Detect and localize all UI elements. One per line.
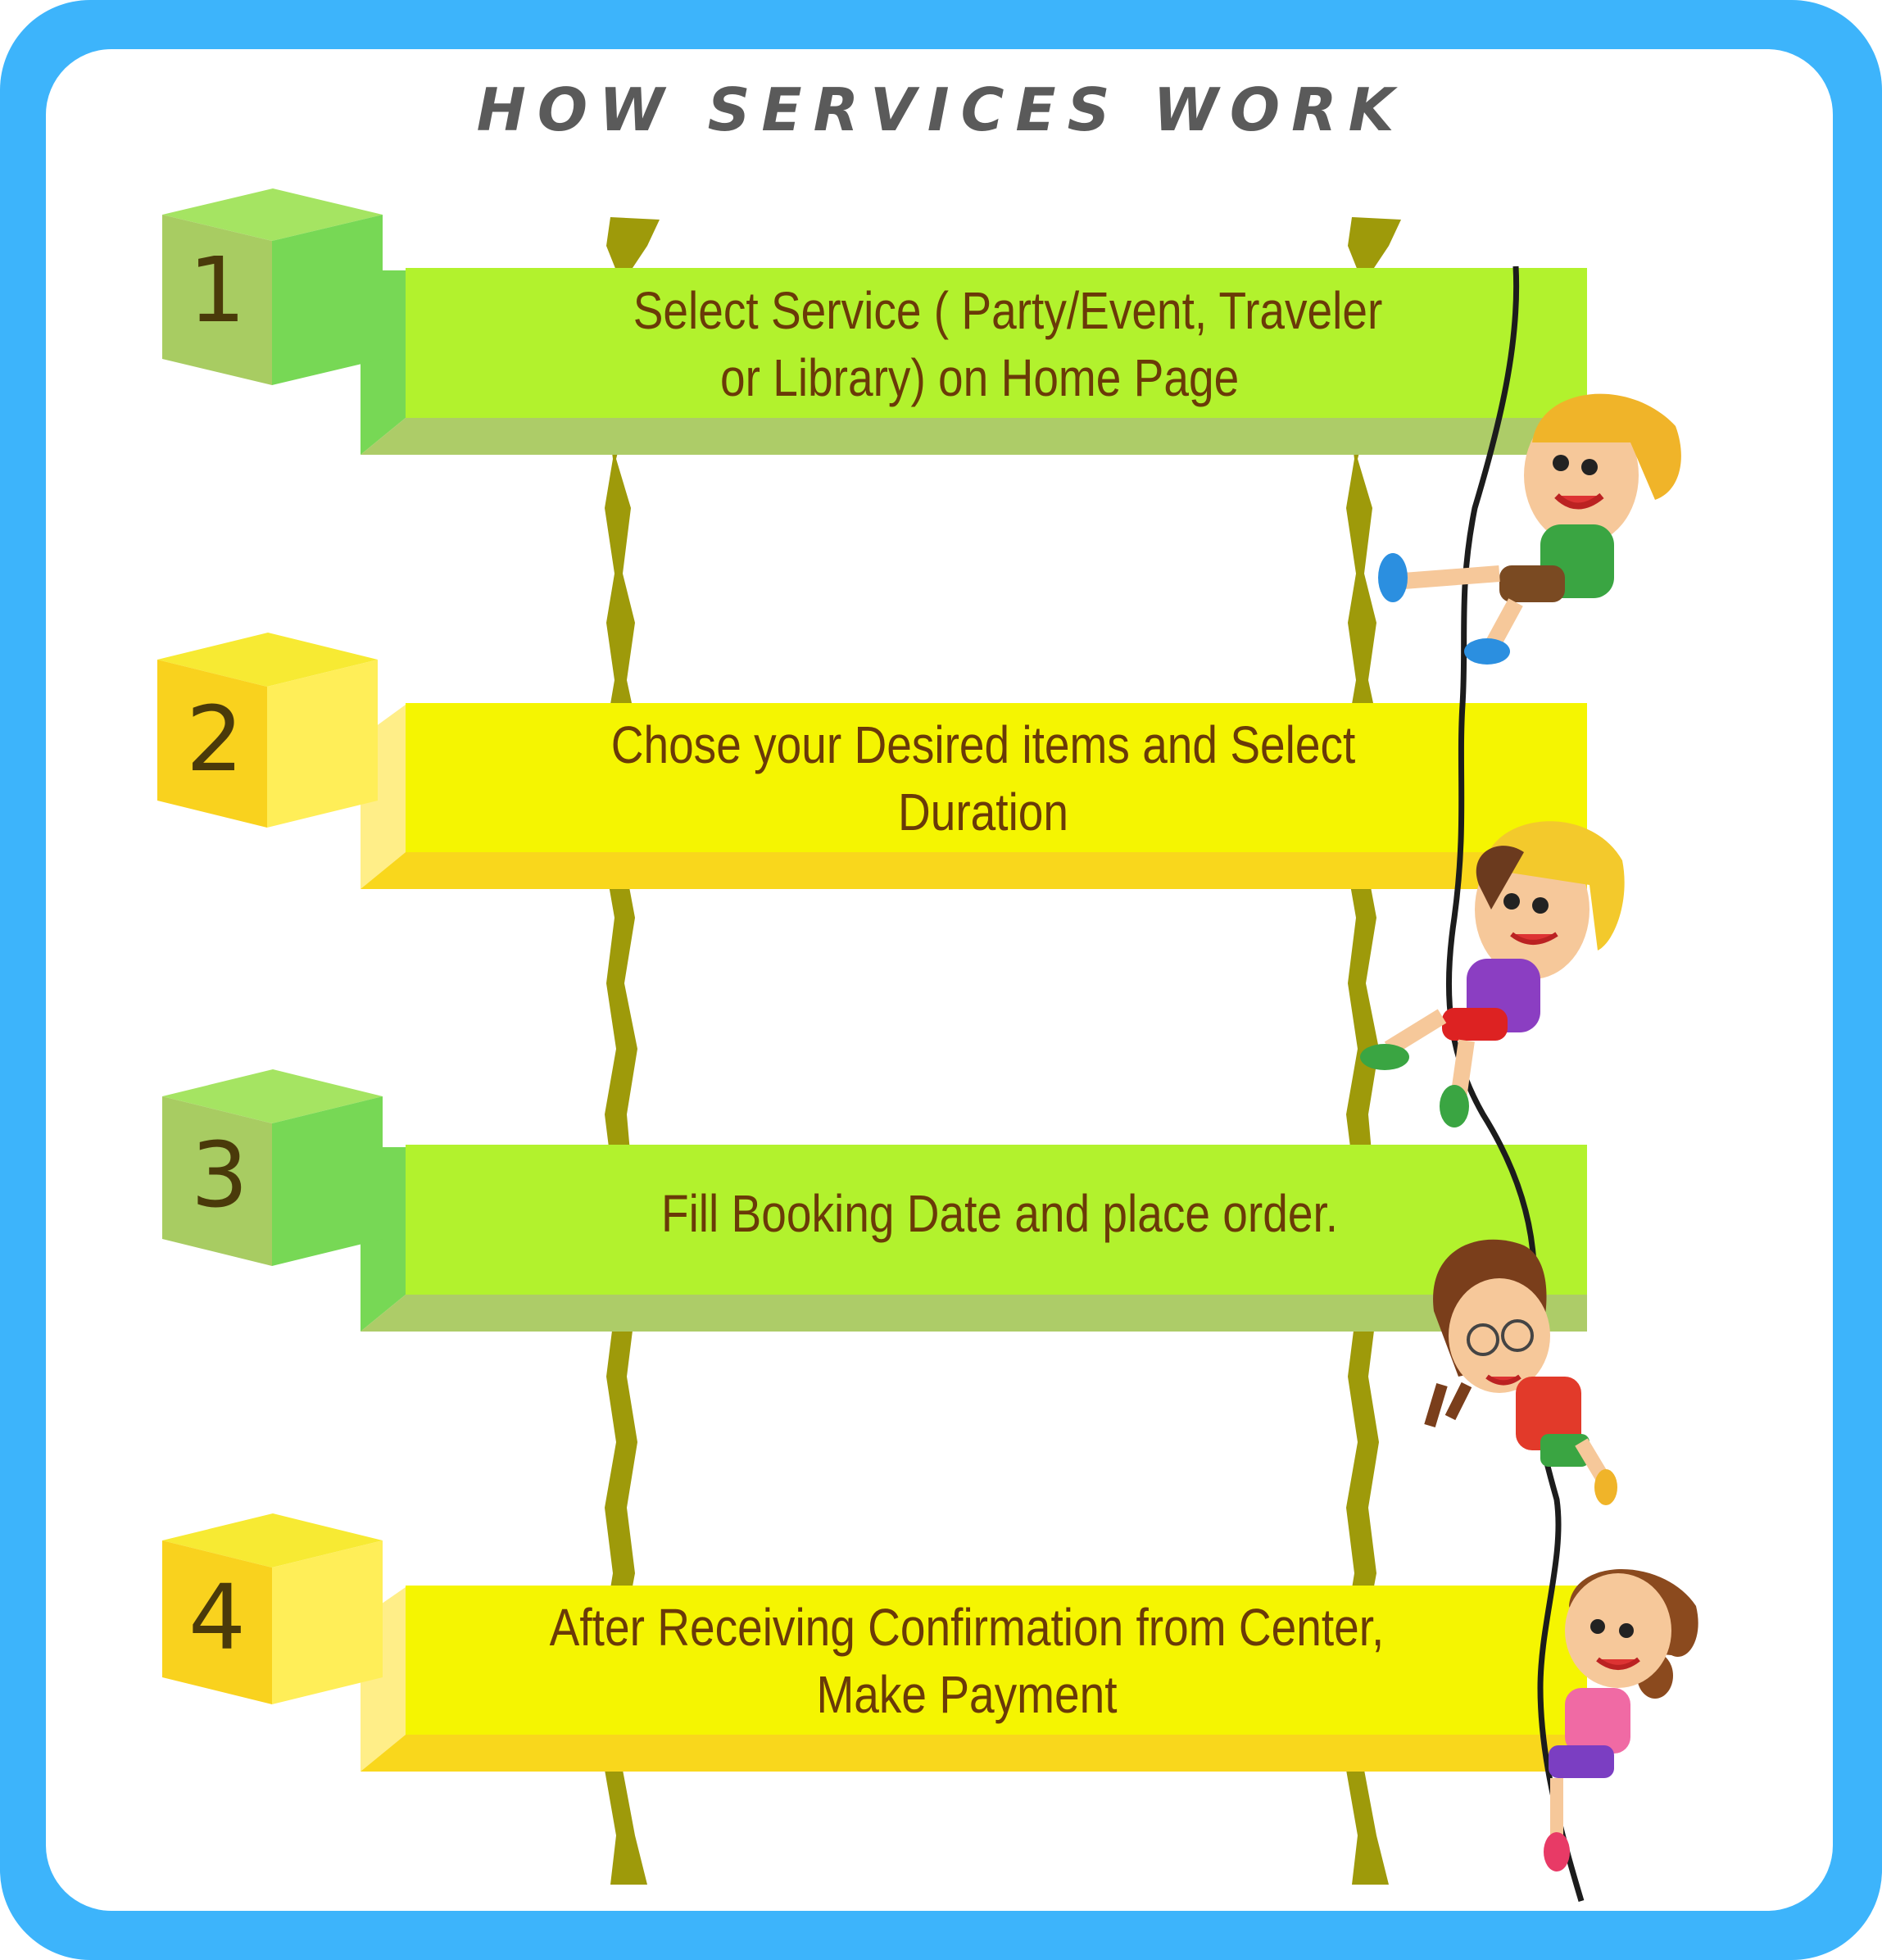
step-1-text: Select Service ( Party/Event, Traveler o…: [522, 277, 1494, 411]
step-4-line-1: After Receiving Confirmation from Center…: [549, 1598, 1385, 1657]
step-4-cube: [162, 1513, 383, 1704]
child-climber-icon: [1544, 1569, 1698, 1872]
rope-icon: [1445, 265, 1585, 1903]
step-3-number: 3: [191, 1123, 248, 1227]
child-climber-icon: [1424, 1239, 1617, 1505]
step-1-bar: [361, 268, 1587, 455]
step-3-bar: [361, 1145, 1587, 1332]
step-4-bar: [361, 1586, 1587, 1772]
child-climber-icon: [1360, 821, 1625, 1127]
step-2-number: 2: [186, 687, 243, 792]
step-2-line-2: Duration: [897, 783, 1069, 842]
step-2-cube: [157, 633, 378, 828]
child-climber-icon: [1378, 393, 1681, 665]
step-1-number: 1: [188, 238, 246, 343]
step-2-line-1: Chose your Desired items and Select: [610, 715, 1356, 774]
step-1-cube: [162, 188, 383, 385]
step-3-cube: [162, 1069, 383, 1266]
left-pole: [602, 217, 660, 1885]
page-title: HOW SERVICES WORK: [476, 75, 1406, 144]
step-4-line-2: Make Payment: [816, 1665, 1118, 1724]
step-4-number: 4: [188, 1565, 246, 1670]
step-2-bar: [361, 703, 1587, 889]
step-1-line-2: or Library) on Home Page: [719, 348, 1240, 407]
step-3-line-1: Fill Booking Date and place order.: [660, 1184, 1339, 1243]
step-4-text: After Receiving Confirmation from Center…: [452, 1594, 1481, 1728]
step-3-text: Fill Booking Date and place order.: [492, 1180, 1507, 1247]
step-2-text: Chose your Desired items and Select Dura…: [490, 711, 1476, 846]
step-1-line-1: Select Service ( Party/Event, Traveler: [633, 281, 1383, 340]
